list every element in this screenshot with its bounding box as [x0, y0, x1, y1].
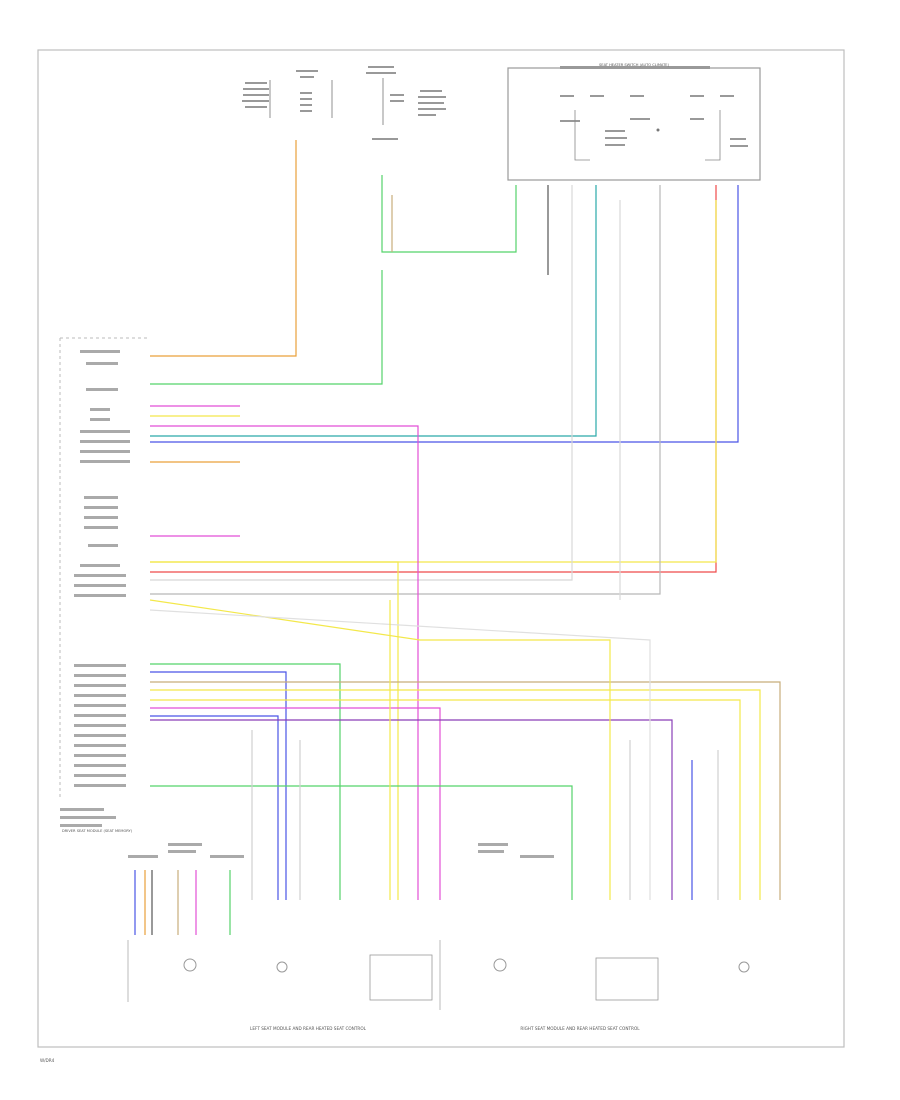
seat-module-connector [59, 337, 150, 827]
top-wires [150, 140, 739, 600]
caption-left-seat: LEFT SEAT MODULE AND REAR HEATED SEAT CO… [250, 1026, 367, 1031]
fuse-block-a [242, 70, 333, 118]
diagram-frame [37, 49, 845, 1048]
caption-top-switch: SEAT HEATER SWITCH (AUTO CLIMATE) [599, 63, 670, 67]
top-switch-box [507, 66, 761, 181]
left-heater-group [127, 843, 288, 1002]
connector-wires [149, 405, 781, 900]
left-motor-box [369, 940, 441, 1010]
fuse-block-b [366, 66, 446, 140]
footer-code: W/DR4 [40, 1058, 55, 1063]
caption-seat-module: DRIVER SEAT MODULE (SEAT MEMORY) [62, 829, 133, 833]
right-motor-box [595, 957, 750, 1001]
caption-right-seat: RIGHT SEAT MODULE AND REAR HEATED SEAT C… [520, 1026, 640, 1031]
right-heater-group [478, 843, 554, 972]
